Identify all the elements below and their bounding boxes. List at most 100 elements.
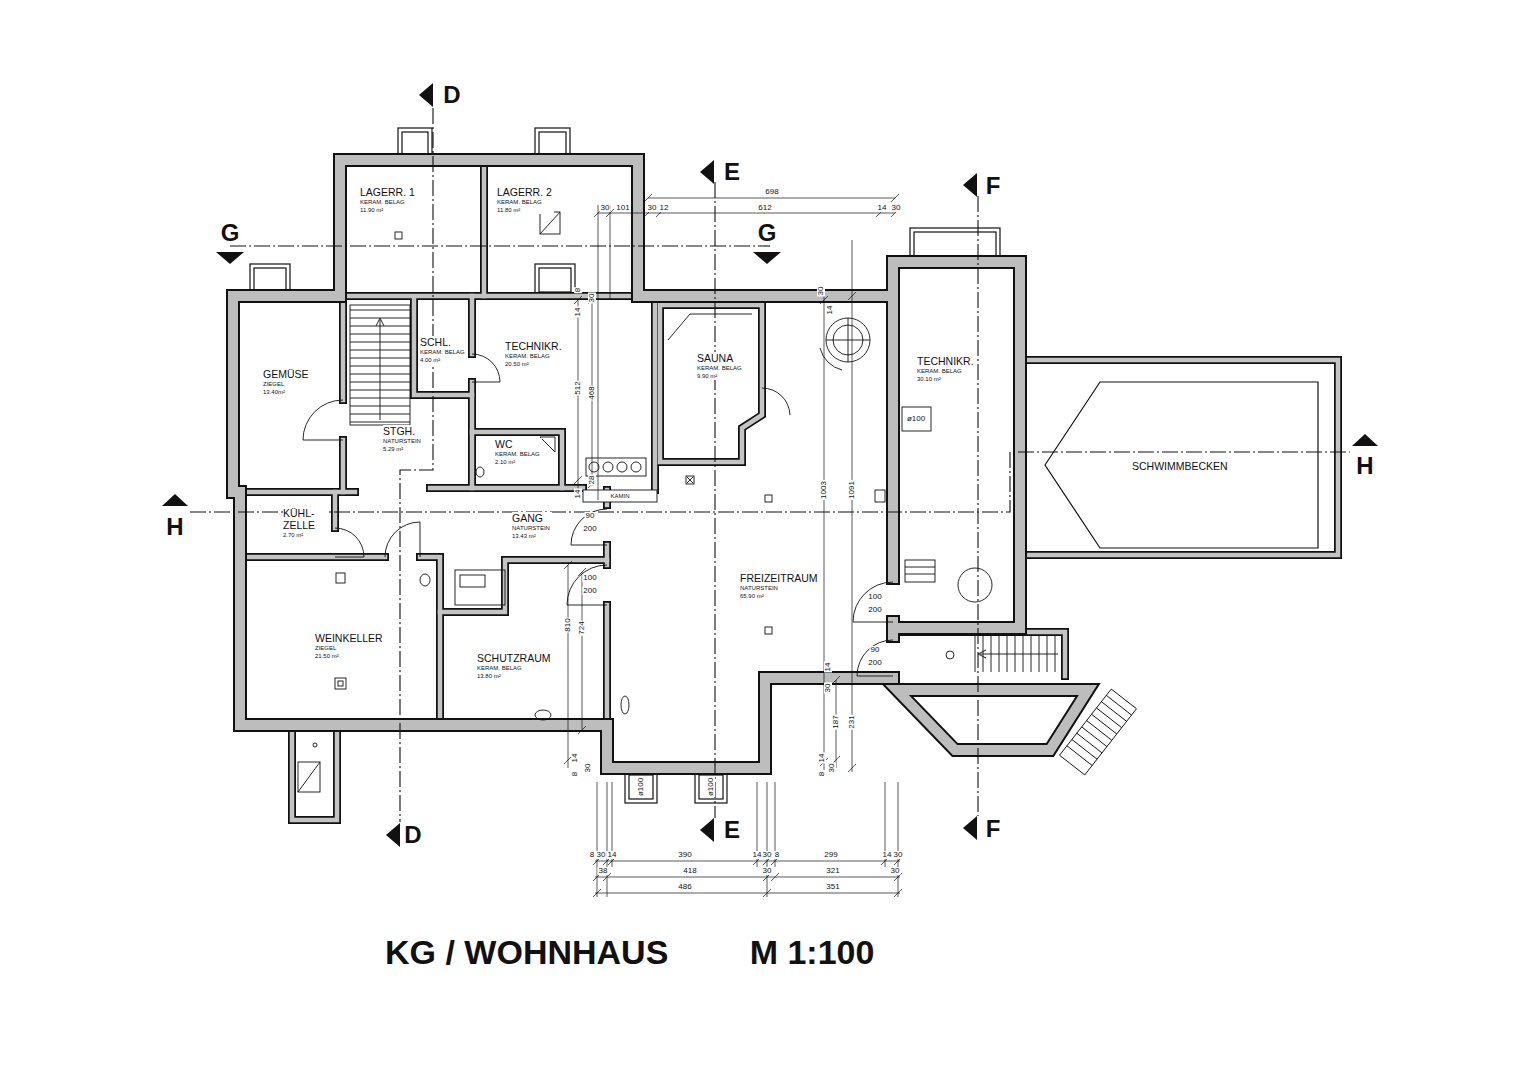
dimension-lines (832, 676, 840, 764)
room-label: STGH.NATURSTEIN5.29 m² (383, 425, 423, 455)
dimension-label: 14 (882, 851, 893, 859)
room-info: 13.80 m² (477, 672, 553, 680)
section-arrows (162, 494, 188, 506)
room-info: ZIEGEL (315, 644, 385, 652)
plan-details (303, 400, 343, 440)
dimension-label: 30 (596, 851, 607, 859)
plan-details (395, 232, 402, 239)
room-name: TECHNIKR. (917, 355, 976, 367)
plan-details (460, 575, 485, 587)
dimension-label: 810 (564, 617, 572, 632)
dimension-lines (594, 194, 899, 217)
plan-details (586, 458, 646, 476)
room-info: 65.90 m² (740, 592, 820, 600)
plan-details (540, 437, 555, 452)
dimension-label: 30 (824, 683, 832, 694)
dimension-label: 200 (582, 525, 597, 533)
room-name: KÜHL- ZELLE (283, 507, 329, 531)
dimension-label: 90 (585, 512, 596, 520)
dimension-lines (593, 889, 902, 897)
dimension-label: 30 (891, 204, 902, 212)
dimension-label: 418 (682, 867, 697, 875)
dimension-label: 101 (615, 204, 630, 212)
plan-details (1060, 689, 1137, 775)
outer-wall-fill (233, 160, 1088, 768)
dimension-label: 28 (588, 475, 596, 486)
outer-wall-outline (233, 160, 1088, 768)
room-label: FREIZEITRAUMNATURSTEIN65.90 m² (740, 572, 820, 602)
room-info: 4.00 m² (420, 356, 467, 364)
room-label: LAGERR. 2KERAM. BELAG11.80 m² (497, 186, 554, 216)
section-arrows (162, 83, 1378, 847)
plan-details (420, 574, 430, 586)
dimension-lines (593, 873, 902, 881)
room-info: 13.40m² (263, 388, 311, 396)
dimension-label: 231 (848, 714, 856, 729)
room-info: 2.70 m² (283, 531, 329, 539)
window-wells (535, 264, 575, 296)
pool-basin (1045, 382, 1318, 548)
plan-details (902, 407, 931, 431)
room-name: STGH. (383, 425, 423, 437)
dimension-label: 299 (823, 851, 838, 859)
dimension-label: 200 (867, 659, 882, 667)
plan-details (826, 318, 870, 362)
window-wells (699, 775, 723, 799)
dimension-lines (564, 194, 902, 897)
dimension-label: 200 (867, 606, 882, 614)
dimension-label: 724 (578, 620, 586, 635)
dimension-label: 30 (647, 204, 658, 212)
dimension-lines (597, 782, 898, 897)
plan-details (668, 314, 752, 340)
dimension-label: 12 (659, 204, 670, 212)
room-info: KERAM. BELAG (495, 450, 542, 458)
plan-details (857, 640, 893, 676)
window-wells (539, 268, 571, 292)
section-lines (190, 452, 1350, 512)
section-marker: E (723, 160, 741, 184)
dimension-label: 30 (890, 867, 901, 875)
plan-details (621, 696, 629, 714)
pool-basin (1045, 382, 1318, 548)
section-arrows (963, 816, 977, 840)
room-info: 9.90 m² (697, 372, 744, 380)
plan-details (905, 567, 935, 574)
section-marker: E (723, 818, 741, 842)
window-wells (254, 268, 286, 292)
room-info: KERAM. BELAG (917, 367, 976, 375)
room-info: 20.50 m² (505, 360, 564, 368)
section-arrows (419, 83, 433, 107)
plan-details (617, 462, 627, 472)
room-name: LAGERR. 1 (360, 186, 417, 198)
dimension-label: 486 (677, 883, 692, 891)
room-name: TECHNIKR. (505, 340, 564, 352)
room-label: SCHUTZRAUMKERAM. BELAG13.80 m² (477, 652, 553, 682)
room-label: TECHNIKR.KERAM. BELAG20.50 m² (505, 340, 564, 370)
room-label: KÜHL- ZELLE2.70 m² (283, 507, 329, 541)
section-marker: D (442, 83, 461, 107)
dimension-label: 14 (607, 851, 618, 859)
plan-details (350, 305, 410, 425)
dimension-label: 8 (589, 851, 595, 859)
dimension-label: 8 (574, 287, 582, 293)
plan-details (589, 462, 599, 472)
room-name: WEINKELLER (315, 632, 385, 644)
dimension-lines (598, 205, 610, 500)
dimension-lines (595, 861, 900, 893)
dimension-label: 30 (828, 763, 836, 774)
dimension-label: 30 (600, 204, 611, 212)
room-info: 21.50 m² (315, 652, 385, 660)
dimension-label: 14 (826, 305, 834, 316)
plan-details (826, 318, 870, 362)
dimension-label: 321 (825, 867, 840, 875)
dimension-label: KAMIN (609, 493, 630, 499)
plan-details (905, 560, 935, 582)
plan-details (298, 762, 320, 792)
dimension-label: 390 (677, 851, 692, 859)
plan-details (472, 354, 500, 382)
dimension-label: 512 (574, 380, 582, 395)
window-wells (539, 132, 566, 156)
room-info: KERAM. BELAG (497, 198, 554, 206)
